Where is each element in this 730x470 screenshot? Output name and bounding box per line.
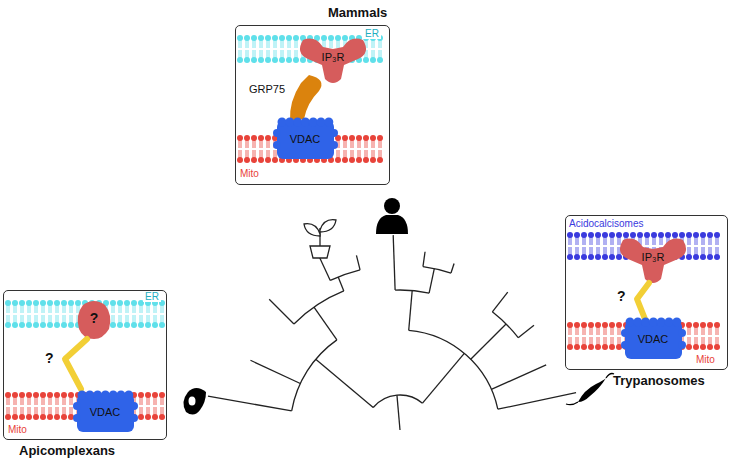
- question-mark: ?: [617, 289, 626, 304]
- ip3r-receptor: IP₃R: [293, 35, 373, 85]
- membrane-label: Mito: [238, 168, 261, 179]
- membranes: [5, 35, 720, 420]
- question-mark: ?: [45, 351, 54, 366]
- mammals-panel: MammalsIP₃RGRP75VDAC: [235, 25, 390, 185]
- protein-label: IP₃R: [642, 251, 665, 263]
- unknown-receptor: ?: [75, 299, 113, 339]
- apicomplexans-panel: Apicomplexans??VDAC: [3, 290, 167, 440]
- trypanosomes-panel: TrypanosomesIP₃R?VDAC: [565, 215, 728, 370]
- protein-label: IP₃R: [322, 51, 345, 63]
- grp75-chaperone: GRP75: [249, 75, 325, 121]
- phylogenetic-tree: [208, 235, 576, 430]
- protein-label: VDAC: [290, 133, 321, 145]
- vdac-channel: VDAC: [73, 386, 138, 434]
- panel-heading: Trypanosomes: [613, 374, 705, 388]
- vdac-channel: VDAC: [621, 313, 686, 361]
- membrane-label: Mito: [6, 424, 29, 435]
- protein-label: VDAC: [90, 406, 121, 418]
- unknown-tether: ?: [41, 337, 93, 389]
- panel-heading: Apicomplexans: [19, 444, 115, 458]
- protein-label: GRP75: [249, 83, 285, 95]
- grp75-chaperone-shape: [249, 75, 325, 121]
- vdac-channel: VDAC: [273, 113, 338, 161]
- plant-icon: [304, 220, 336, 258]
- question-mark: ?: [90, 311, 99, 326]
- protein-label: VDAC: [638, 333, 669, 345]
- membrane-label: ER: [143, 291, 161, 302]
- panel-heading: Mammals: [328, 6, 387, 20]
- trypanosome-icon: [566, 374, 614, 405]
- human-icon: [376, 198, 408, 234]
- ip3r-receptor: IP₃R: [613, 235, 693, 285]
- apicomplexan-icon: [183, 388, 206, 415]
- membrane-label: Mito: [694, 354, 717, 365]
- membrane-label: Acidocalcisomes: [567, 218, 645, 229]
- unknown-tether: ?: [615, 283, 657, 319]
- membrane-label: ER: [363, 28, 381, 39]
